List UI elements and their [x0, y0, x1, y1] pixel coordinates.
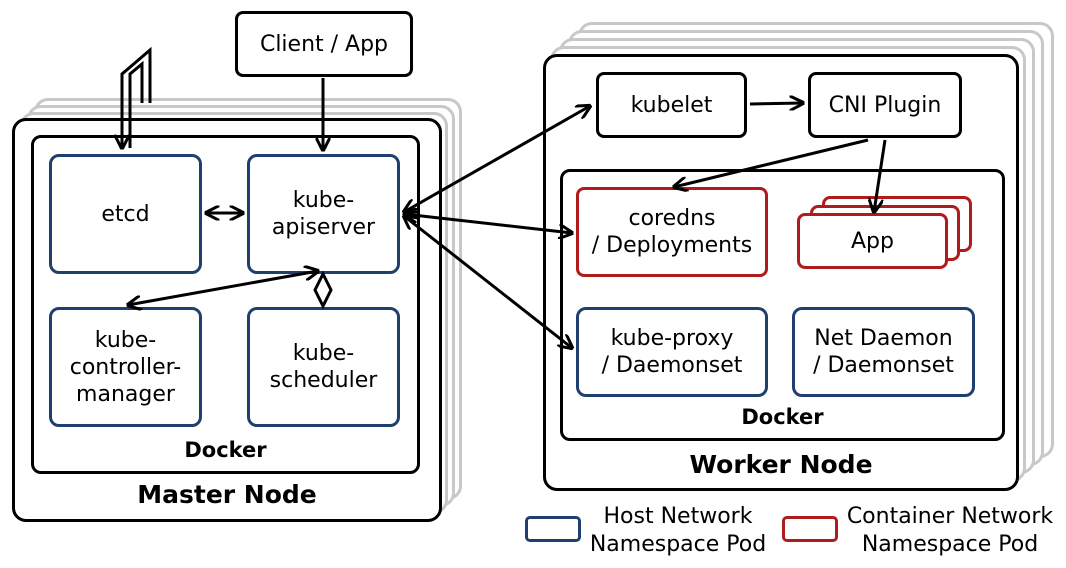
apiserver-kubelet-arrow — [404, 106, 590, 212]
apiserver-proxy-arrow — [404, 216, 572, 348]
worker-node-title: Worker Node — [689, 450, 873, 479]
cni-coredns-arrow — [674, 138, 869, 187]
kubelet-cni-arrow — [749, 103, 803, 104]
cni-plugin-box[interactable]: CNI Plugin — [808, 72, 962, 138]
app-label: App — [851, 228, 894, 254]
kube-proxy-label: kube-proxy / Daemonset — [601, 326, 743, 378]
kube-proxy-pod[interactable]: kube-proxy / Daemonset — [576, 307, 768, 397]
net-daemon-label: Net Daemon / Daemonset — [813, 326, 954, 378]
cni-plugin-label: CNI Plugin — [828, 92, 942, 118]
controller-apiserver-arrow — [128, 271, 318, 305]
apiserver-scheduler-link — [313, 270, 333, 310]
kube-controller-manager-pod[interactable]: kube- controller- manager — [49, 307, 202, 427]
app-pod[interactable]: App — [797, 213, 948, 269]
etcd-pod[interactable]: etcd — [49, 154, 202, 274]
kube-apiserver-label: kube- apiserver — [271, 188, 376, 240]
net-daemon-pod[interactable]: Net Daemon / Daemonset — [792, 307, 975, 397]
client-app-box[interactable]: Client / App — [235, 11, 413, 77]
apiserver-coredns-arrow — [404, 214, 572, 233]
master-node-title: Master Node — [137, 480, 317, 509]
kubelet-box[interactable]: kubelet — [596, 72, 747, 138]
coredns-label: coredns / Deployments — [591, 206, 753, 258]
kube-scheduler-label: kube- scheduler — [269, 341, 378, 393]
kube-controller-manager-label: kube- controller- manager — [69, 327, 182, 407]
worker-docker-label: Docker — [741, 405, 824, 429]
kube-apiserver-pod[interactable]: kube- apiserver — [247, 154, 400, 274]
client-app-label: Client / App — [259, 31, 389, 57]
etcd-label: etcd — [101, 201, 150, 227]
legend-container-label: Container Network Namespace Pod — [846, 504, 1054, 557]
kube-scheduler-pod[interactable]: kube- scheduler — [247, 307, 400, 427]
master-docker-label: Docker — [184, 438, 267, 462]
legend-host-label: Host Network Namespace Pod — [589, 504, 767, 557]
kubelet-label: kubelet — [630, 92, 713, 118]
external-connection-icon — [120, 46, 152, 148]
coredns-pod[interactable]: coredns / Deployments — [576, 187, 768, 277]
legend-host-swatch — [525, 516, 581, 542]
cni-app-arrow — [874, 139, 887, 212]
legend-container-swatch — [782, 516, 838, 542]
